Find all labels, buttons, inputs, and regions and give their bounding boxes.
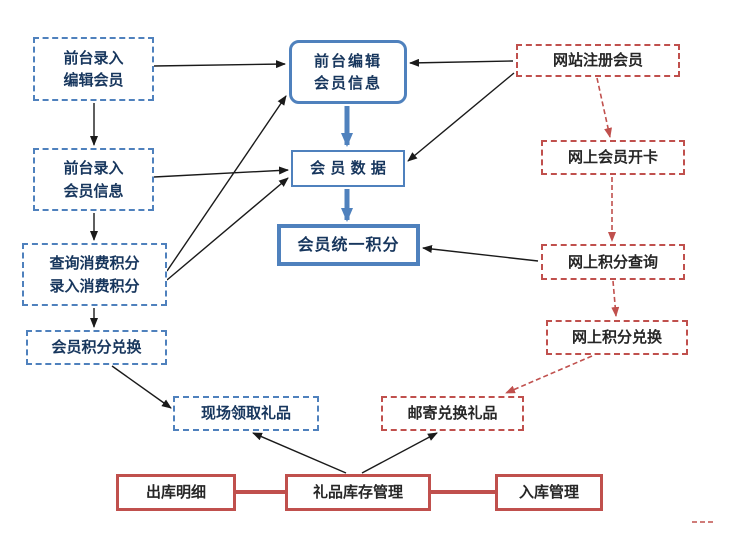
arrow-query-points-to-member-data — [166, 177, 289, 281]
arrow-inventory-to-onsite-pickup — [252, 432, 347, 474]
node-front-edit-member-info: 前台编辑 会员信息 — [289, 40, 407, 104]
arrow-inventory-to-mail-exchange — [361, 432, 438, 474]
node-online-member-card-open: 网上会员开卡 — [541, 140, 685, 175]
arrow-query-points-to-front-edit — [166, 95, 287, 272]
arrow-points-exchange-to-onsite-pickup — [111, 365, 172, 409]
node-query-entry-consume-points: 查询消费积分 录入消费积分 — [22, 243, 167, 306]
node-inbound-management: 入库管理 — [495, 474, 603, 511]
arrow-online-query-to-unified-points — [422, 245, 539, 262]
arrow-website-register-to-online-card — [596, 77, 612, 138]
node-mail-gift-exchange: 邮寄兑换礼品 — [381, 396, 524, 431]
arrow-online-exchange-to-mail-exchange — [505, 355, 593, 394]
arrow-entry-edit-to-front-edit — [153, 60, 286, 69]
arrow-website-register-to-front-edit — [409, 58, 514, 67]
node-online-points-exchange: 网上积分兑换 — [546, 320, 688, 355]
node-front-entry-edit-member: 前台录入 编辑会员 — [33, 37, 154, 101]
node-front-entry-member-info: 前台录入 会员信息 — [33, 148, 154, 211]
arrow-entry-info-to-member-data — [153, 166, 289, 178]
node-gift-inventory-management: 礼品库存管理 — [285, 474, 431, 511]
node-website-register-member: 网站注册会员 — [516, 44, 680, 77]
node-member-data: 会 员 数 据 — [291, 150, 405, 187]
node-member-unified-points: 会员统一积分 — [277, 224, 420, 266]
node-onsite-gift-pickup: 现场领取礼品 — [173, 396, 319, 431]
node-member-points-exchange: 会员积分兑换 — [26, 330, 167, 365]
node-online-points-query: 网上积分查询 — [541, 244, 685, 280]
arrow-online-query-to-online-exchange — [611, 280, 620, 317]
node-outbound-detail: 出库明细 — [116, 474, 236, 511]
arrow-website-register-to-member-data — [407, 72, 515, 162]
